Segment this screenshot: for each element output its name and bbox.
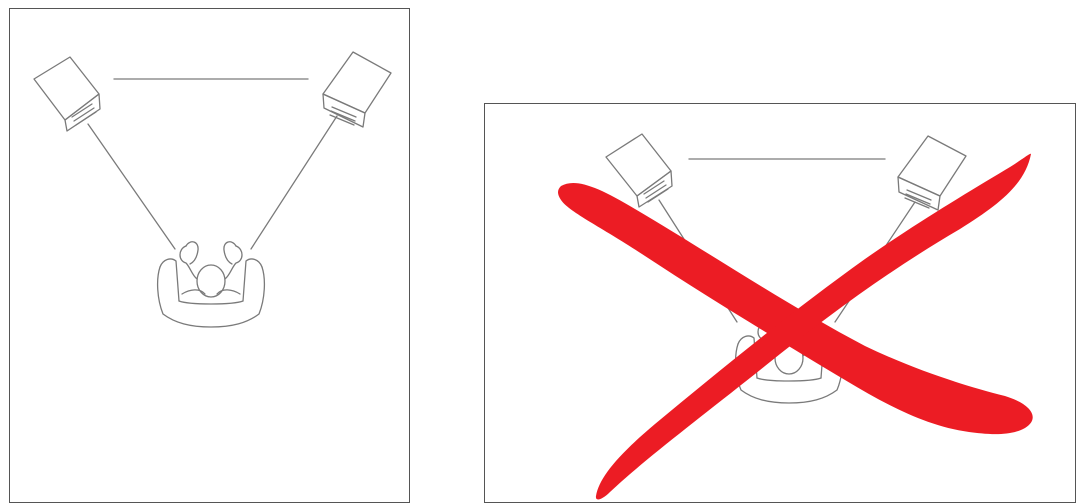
correct-placement-diagram [33, 51, 392, 328]
correct-placement-panel [9, 8, 410, 503]
left-speaker-icon [33, 56, 101, 132]
right-speaker-icon [897, 135, 967, 211]
cross-out-mark [558, 153, 1033, 500]
cross-stroke-descending [558, 182, 1033, 435]
left-sightline [87, 123, 176, 250]
cross-stroke-ascending [595, 153, 1031, 500]
listener-armchair-icon [156, 241, 266, 328]
right-sightline [250, 115, 338, 250]
right-speaker-icon [322, 51, 392, 128]
left-speaker-icon [605, 133, 673, 208]
incorrect-placement-diagram [558, 133, 1033, 500]
incorrect-placement-panel [484, 103, 1076, 503]
